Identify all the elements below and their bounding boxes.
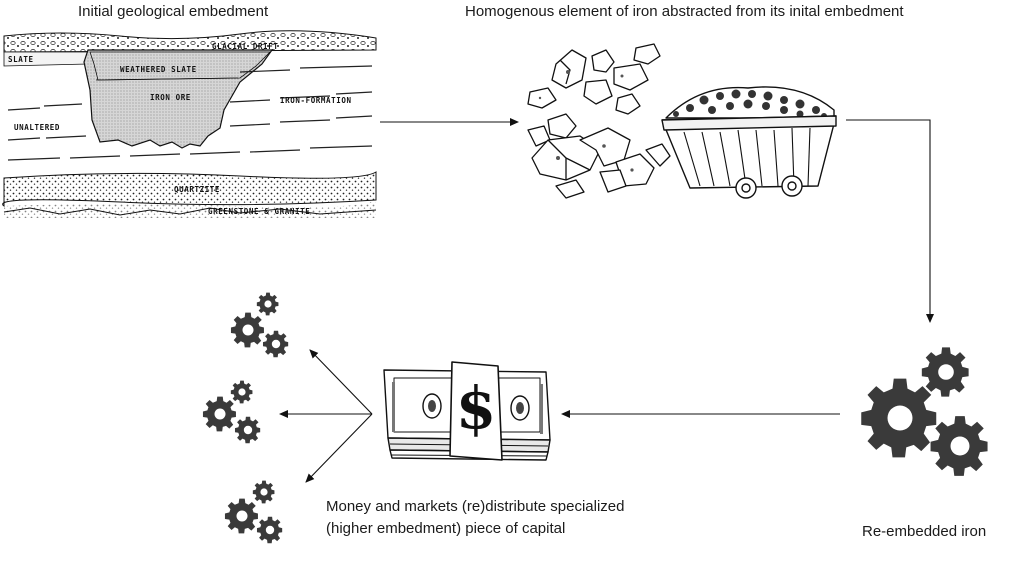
label-quartzite: QUARTZITE: [174, 185, 220, 194]
arrow-to-gears-bottom: [305, 413, 373, 483]
flow-arrows: [279, 118, 934, 483]
dollar-sign: $: [456, 374, 496, 442]
label-greenstone-granite: GREENSTONE & GRANITE: [208, 207, 310, 216]
gears-icon-large: [861, 347, 988, 476]
ore-rocks-illustration: [527, 43, 671, 199]
small-gears-icon-middle: [202, 380, 261, 444]
caption-initial-embedment: Initial geological embedment: [78, 3, 269, 20]
caption-money-markets-line1: Money and markets (re)distribute special…: [326, 498, 625, 515]
label-slate: SLATE: [8, 55, 34, 64]
arrow-to-reembedded-iron: [846, 119, 934, 323]
caption-money-markets-line2: (higher embedment) piece of capital: [326, 520, 566, 537]
money-bundle-icon: [383, 361, 551, 461]
label-iron-formation: IRON-FORMATION: [280, 96, 352, 105]
label-glacial-drift: GLACIAL DRIFT: [212, 42, 279, 51]
label-weathered-slate: WEATHERED SLATE: [120, 65, 197, 74]
label-iron-ore: IRON ORE: [150, 93, 191, 102]
caption-homogenous-iron: Homogenous element of iron abstracted fr…: [465, 3, 904, 20]
small-gears-icon-bottom: [224, 480, 283, 544]
arrow-to-gears-top: [309, 349, 373, 415]
geological-cross-section: GLACIAL DRIFT SLATE WEATHERED SLATE IRON…: [2, 30, 377, 218]
mine-cart-illustration: [661, 86, 837, 199]
small-gears-icon-top: [230, 292, 289, 358]
caption-reembedded-iron: Re-embedded iron: [862, 523, 987, 540]
label-unaltered: UNALTERED: [14, 123, 60, 132]
